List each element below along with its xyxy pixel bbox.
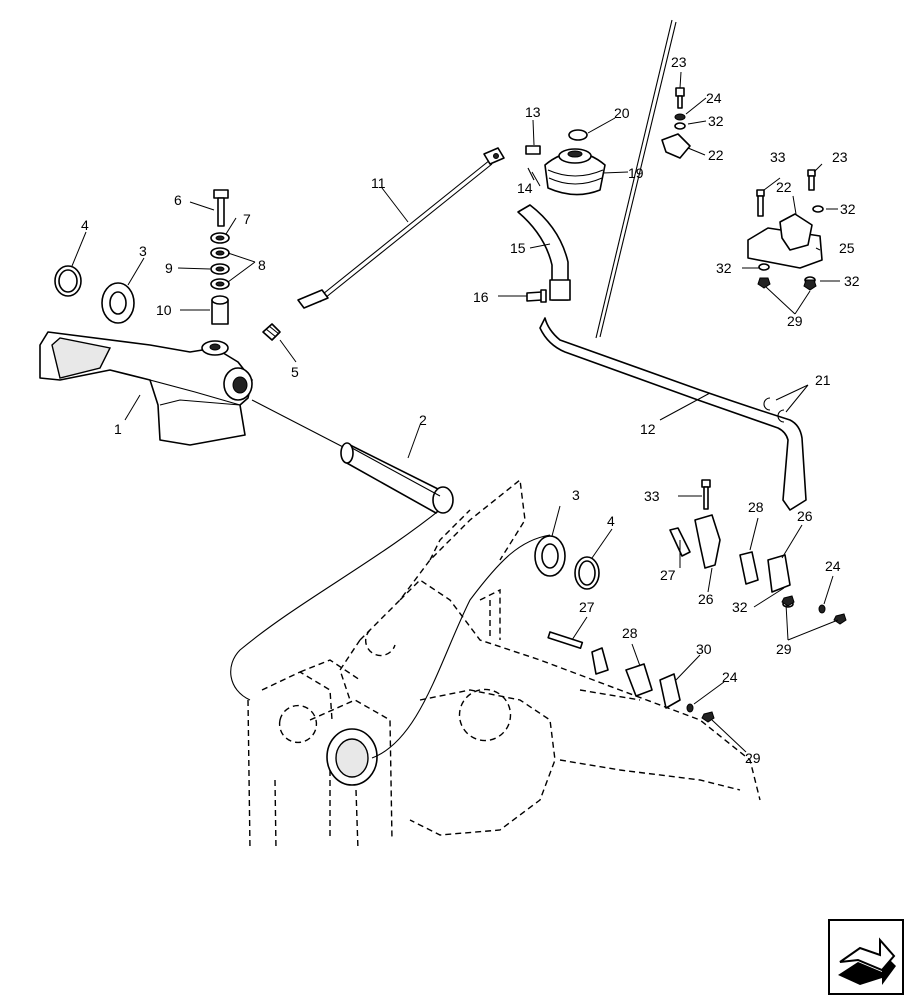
callout-19: 19 (628, 165, 644, 181)
callout-12: 12 (640, 421, 656, 437)
snap-ring-4-left (54, 265, 82, 297)
callout-1: 1 (114, 421, 122, 437)
callout-9: 9 (165, 260, 173, 276)
callout-4-right: 4 (607, 513, 615, 529)
ring-20 (568, 129, 588, 141)
callout-29-bottom: 29 (745, 750, 761, 766)
rod-12 (539, 19, 807, 511)
callout-13: 13 (525, 104, 541, 120)
callout-33-top: 33 (770, 149, 786, 165)
callout-labels: 1 2 3 3 4 4 5 6 7 8 9 10 11 12 13 14 15 … (81, 54, 860, 766)
callout-22-top: 22 (708, 147, 724, 163)
frame-outline (247, 478, 761, 851)
tube-15 (517, 204, 571, 301)
callout-24-top: 24 (706, 90, 722, 106)
callout-28-bottom: 28 (622, 625, 638, 641)
callout-26-right: 26 (797, 508, 813, 524)
callout-32-c: 32 (716, 260, 732, 276)
callout-24-bottom: 24 (722, 669, 738, 685)
callout-16: 16 (473, 289, 489, 305)
pivot-bore (326, 728, 378, 786)
callout-5: 5 (291, 364, 299, 380)
clip-14 (527, 167, 535, 181)
lower-bracket-group (547, 479, 847, 723)
callout-26-left: 26 (698, 591, 714, 607)
bolt-6 (213, 189, 229, 227)
clamp-22-top (661, 87, 691, 159)
pedal-lever (39, 331, 346, 449)
callout-11: 11 (371, 175, 386, 191)
callout-4-left: 4 (81, 217, 89, 233)
washer-3-left (101, 282, 135, 324)
clip-21 (763, 397, 785, 423)
callout-20: 20 (614, 105, 630, 121)
callout-3-left: 3 (139, 243, 147, 259)
bracket-25 (747, 169, 824, 291)
leader-lines (71, 71, 840, 753)
grease-fitting-5 (262, 323, 281, 341)
callout-32-d: 32 (844, 273, 860, 289)
pivot-pin (340, 442, 454, 514)
cable-11 (297, 147, 505, 309)
callout-29-top: 29 (787, 313, 803, 329)
callout-2: 2 (419, 412, 427, 428)
callout-8: 8 (258, 257, 266, 273)
callout-27-top: 27 (660, 567, 676, 583)
callout-27-bottom: 27 (579, 599, 595, 615)
callout-29-right: 29 (776, 641, 792, 657)
callout-3-right: 3 (572, 487, 580, 503)
callout-14: 14 (517, 180, 533, 196)
callout-24-right: 24 (825, 558, 841, 574)
callout-32-b: 32 (840, 201, 856, 217)
callout-15: 15 (510, 240, 526, 256)
callout-6: 6 (174, 192, 182, 208)
callout-28-top: 28 (748, 499, 764, 515)
pin-13 (525, 145, 541, 155)
callout-25: 25 (839, 240, 855, 256)
callout-32-a: 32 (708, 113, 724, 129)
callout-22-right: 22 (776, 179, 792, 195)
snap-ring-4-right (574, 556, 600, 590)
callout-32-e: 32 (732, 599, 748, 615)
washer-stack (210, 232, 230, 290)
callout-21: 21 (815, 372, 831, 388)
callout-23-right: 23 (832, 149, 848, 165)
callout-7: 7 (243, 211, 251, 227)
washer-3-right (534, 535, 566, 577)
assembly-leader (230, 499, 551, 759)
screw-16 (526, 289, 547, 303)
callout-23-top: 23 (671, 54, 687, 70)
bushing-10 (211, 295, 229, 325)
next-page-arrow-icon[interactable] (828, 919, 904, 995)
callout-10: 10 (156, 302, 172, 318)
callout-33-bottom: 33 (644, 488, 660, 504)
callout-30: 30 (696, 641, 712, 657)
boot-19 (544, 148, 606, 196)
